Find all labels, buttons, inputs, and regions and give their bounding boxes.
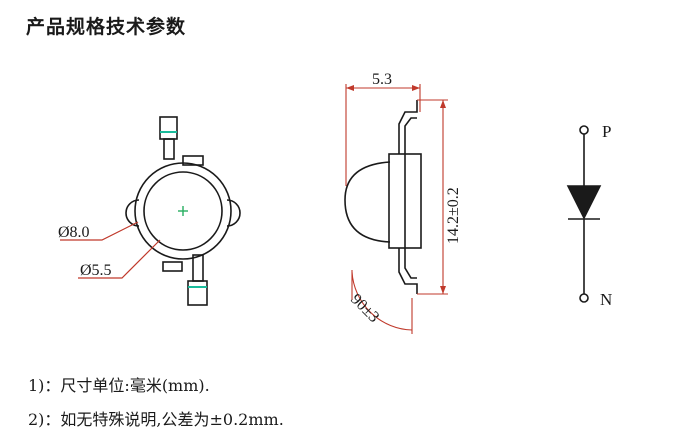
upper-lead	[398, 100, 418, 154]
right-ear	[226, 199, 241, 227]
front-dimension-leaders	[60, 221, 161, 279]
anode-terminal	[579, 125, 589, 135]
outer-diameter-leader	[60, 221, 139, 241]
angle-arc	[351, 271, 413, 331]
lens-diameter-label: Ø5.5	[80, 262, 112, 279]
top-tab	[182, 155, 204, 166]
diode-triangle	[566, 185, 602, 220]
left-ear	[125, 199, 140, 227]
top-lead	[159, 116, 178, 160]
dome-lens	[344, 161, 391, 243]
page-title: 产品规格技术参数	[26, 16, 187, 38]
lens-circle	[143, 171, 223, 251]
cathode-terminal	[579, 293, 589, 303]
lower-lead	[398, 248, 418, 294]
height-label: 14.2±0.2	[445, 187, 462, 244]
side-dimensions	[345, 84, 448, 334]
side-view	[344, 100, 422, 294]
note-tolerance: 2)：如无特殊说明,公差为±0.2mm.	[28, 410, 284, 429]
cathode-label: N	[600, 290, 612, 309]
anode-label: P	[602, 122, 611, 141]
bottom-lead	[187, 254, 208, 306]
outer-body-circle	[134, 162, 232, 260]
diode-symbol	[566, 125, 602, 303]
outer-diameter-label: Ø8.0	[58, 224, 90, 241]
note-units: 1)：尺寸单位:毫米(mm).	[28, 376, 210, 395]
bottom-tab	[162, 261, 183, 272]
front-view	[125, 116, 241, 306]
center-mark	[178, 206, 188, 216]
lens-diameter-leader	[78, 239, 161, 279]
width-label: 5.3	[372, 71, 392, 88]
